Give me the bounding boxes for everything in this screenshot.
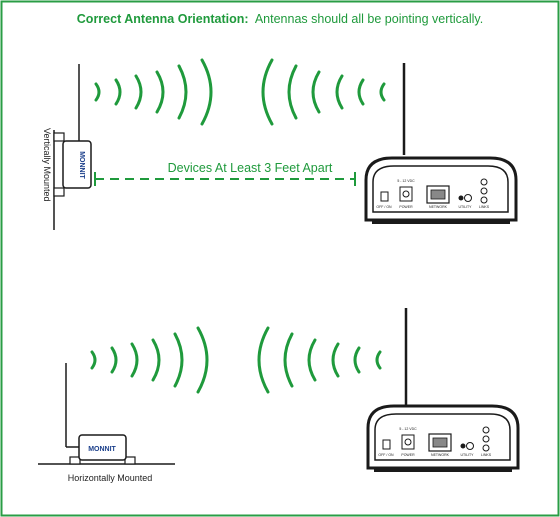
title-bold: Correct Antenna Orientation:	[76, 12, 249, 26]
link-led-2	[482, 435, 490, 443]
title-rest: Antennas should all be pointing vertical…	[254, 12, 484, 26]
port-label-utility: UTILITY	[458, 205, 472, 209]
port-label-power: POWER	[401, 453, 415, 457]
dashed-distance-line-icon	[94, 172, 356, 186]
port-label-network: NETWORK	[431, 453, 450, 457]
sensor-body-vertical	[62, 140, 92, 189]
dc-jack-hole	[402, 190, 410, 198]
gateway-base	[372, 220, 510, 224]
dc-jack-hole	[404, 438, 412, 446]
sensor-bracket-left	[69, 456, 81, 465]
port-label-power-switch: OFF / ON	[378, 453, 394, 457]
link-led-2	[480, 187, 488, 195]
page-title: Correct Antenna Orientation: Antennas sh…	[0, 12, 560, 26]
signal-wave-icon	[257, 326, 382, 394]
sensor-bracket-bottom	[53, 187, 65, 197]
signal-wave-icon	[90, 326, 209, 394]
sensor-bracket-top	[53, 132, 65, 142]
utility-led	[458, 195, 464, 201]
link-led-1	[482, 426, 490, 434]
signal-wave-icon	[261, 58, 386, 126]
utility-button	[464, 194, 472, 202]
dc-jack	[399, 186, 413, 202]
sensor-brand-logo-vertical: MONNIT	[78, 151, 85, 179]
link-led-3	[482, 444, 490, 452]
horizontal-sensor-scene: MONNIT	[38, 363, 175, 465]
port-label-dc-in: 5 - 12 VDC	[397, 179, 415, 183]
vertical-sensor-scene: MONNIT	[53, 64, 92, 230]
link-led-1	[480, 178, 488, 186]
signal-wave-icon	[94, 58, 213, 126]
link-led-3	[480, 196, 488, 204]
port-label-power: POWER	[399, 205, 413, 209]
distance-label: Devices At Least 3 Feet Apart	[167, 161, 333, 175]
sensor-brand-logo-horizontal: MONNIT	[88, 446, 116, 453]
port-label-power-switch: OFF / ON	[376, 205, 392, 209]
port-label-dc-in: 5 - 12 VDC	[399, 427, 417, 431]
port-label-utility: UTILITY	[460, 453, 474, 457]
port-label-links: LINKS	[479, 205, 490, 209]
network-port-inner	[430, 189, 446, 200]
network-port-inner	[432, 437, 448, 448]
power-switch	[382, 439, 391, 450]
horizontally-mounted-label: Horizontally Mounted	[67, 473, 153, 483]
dc-jack	[401, 434, 415, 450]
port-label-network: NETWORK	[429, 205, 448, 209]
gateway-top: OFF / ON 5 - 12 VDC POWER NETWORK UTILIT…	[364, 63, 518, 224]
power-switch	[380, 191, 389, 202]
gateway-bottom: OFF / ON 5 - 12 VDC POWER NETWORK UTILIT…	[366, 308, 520, 472]
gateway-base	[374, 468, 512, 472]
vertically-mounted-label: Vertically Mounted	[42, 128, 52, 202]
utility-led	[460, 443, 466, 449]
port-label-links: LINKS	[481, 453, 492, 457]
utility-button	[466, 442, 474, 450]
sensor-bracket-right	[124, 456, 136, 465]
